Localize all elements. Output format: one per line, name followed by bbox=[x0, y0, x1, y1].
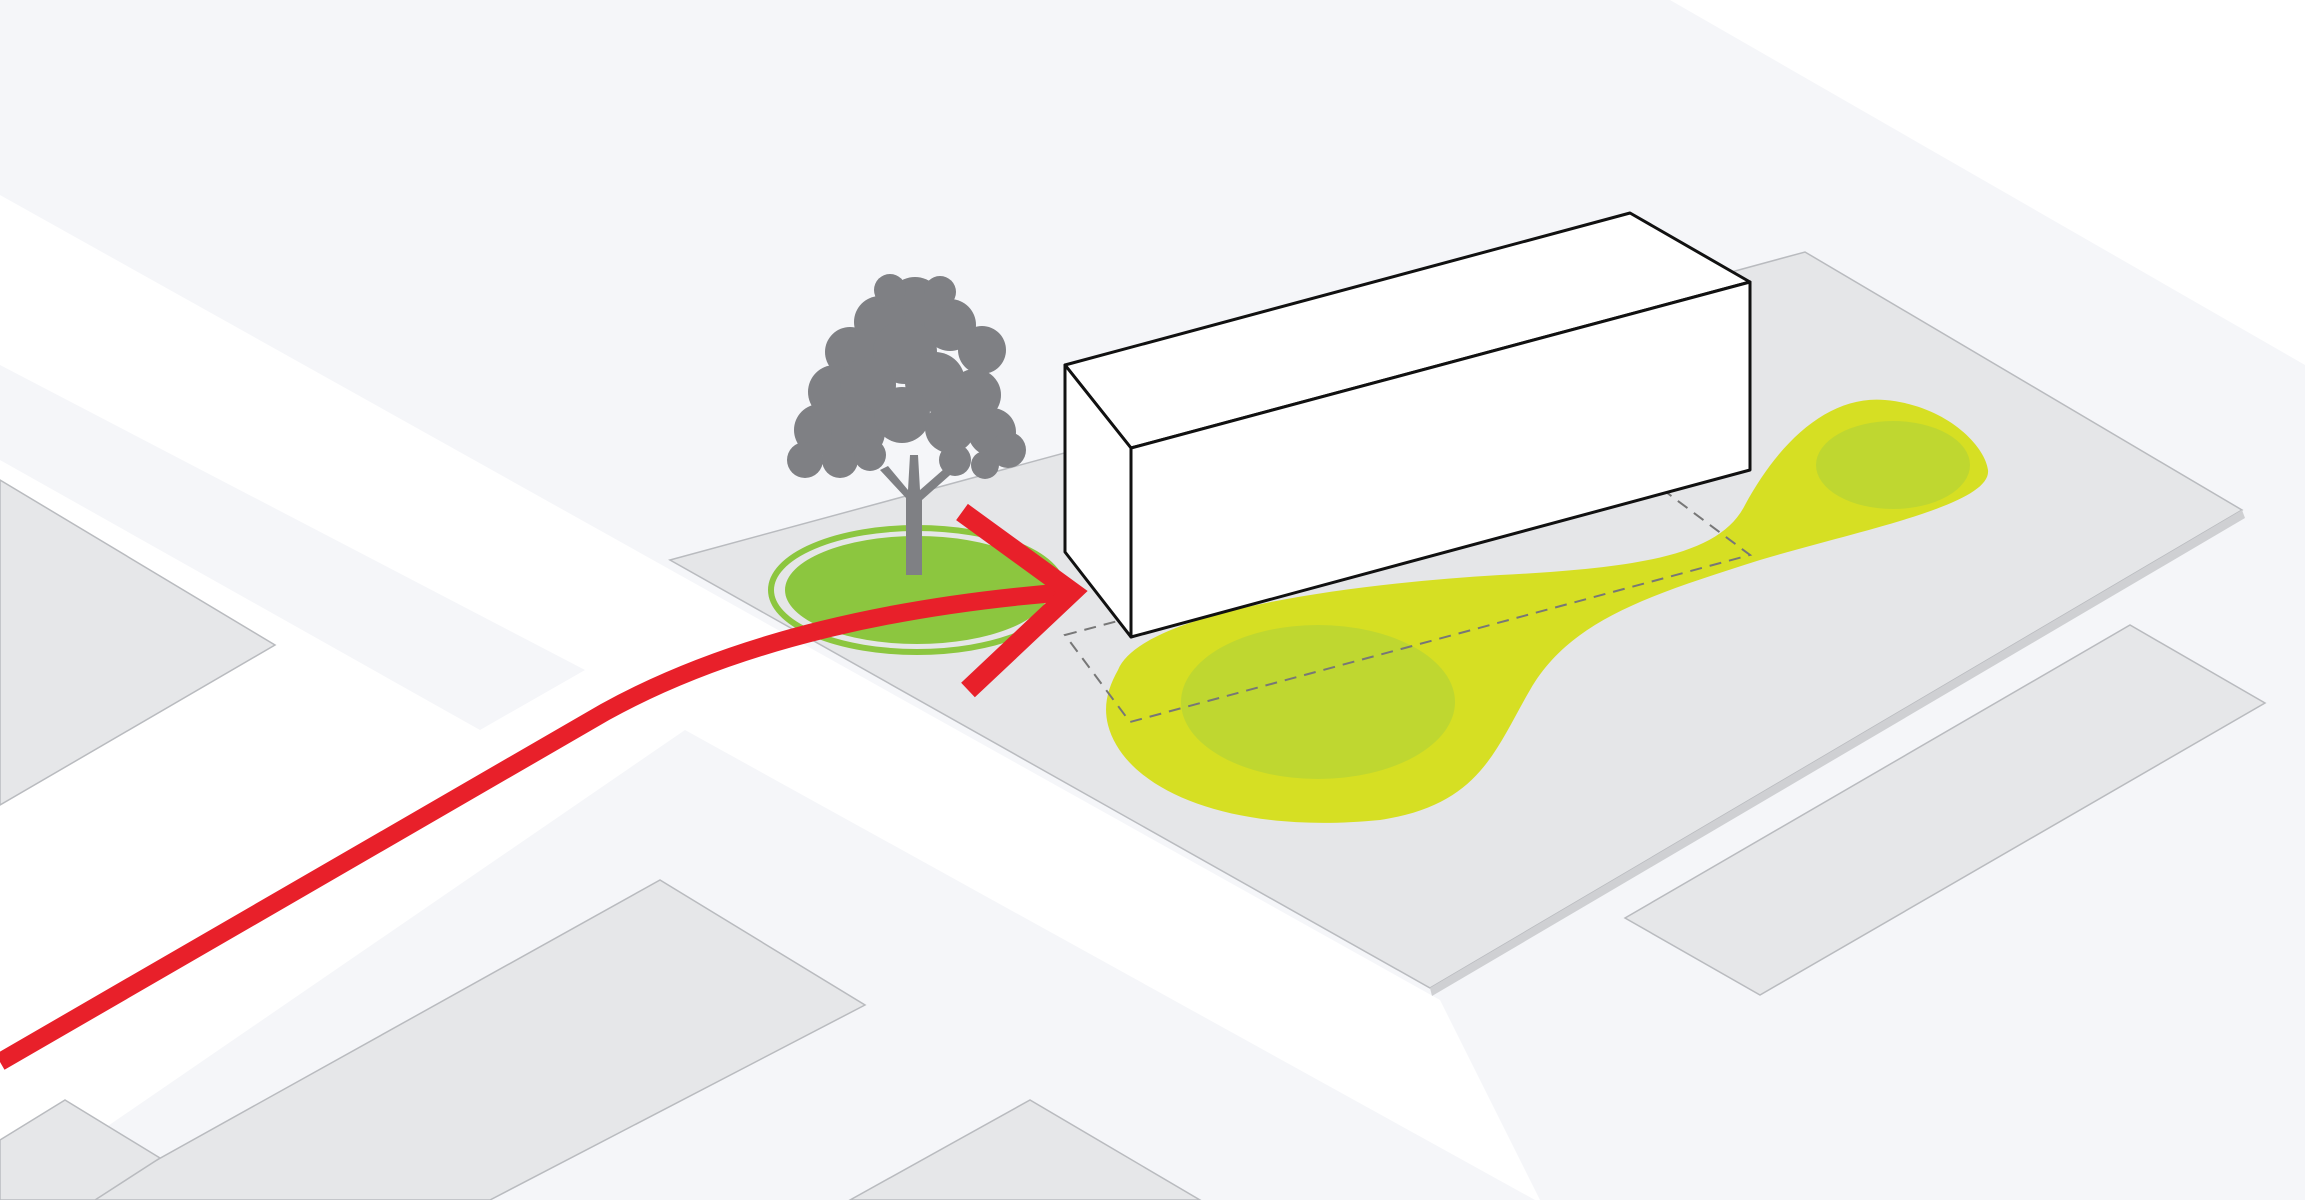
arrow-head bbox=[956, 503, 1088, 698]
block-right bbox=[1623, 624, 2267, 996]
block-bottom-center bbox=[848, 1099, 1202, 1200]
site-plaza-edge bbox=[1430, 510, 2245, 996]
red-access-arrow bbox=[0, 503, 1088, 1070]
yellow-zone-core-right bbox=[1816, 421, 1970, 509]
block-bottom-corner bbox=[0, 1099, 162, 1200]
median-strip bbox=[0, 365, 585, 730]
street-cross bbox=[0, 670, 690, 1160]
yellow-zone-core-left bbox=[1181, 625, 1455, 779]
white-box-building bbox=[1063, 211, 1752, 639]
street-upper-right bbox=[1670, 0, 2305, 365]
arrow-shaft bbox=[0, 583, 1069, 1070]
tree-icon bbox=[787, 274, 1026, 575]
block-bottom-left bbox=[83, 879, 867, 1200]
block-left bbox=[0, 479, 277, 806]
building-front-face bbox=[1129, 280, 1752, 639]
